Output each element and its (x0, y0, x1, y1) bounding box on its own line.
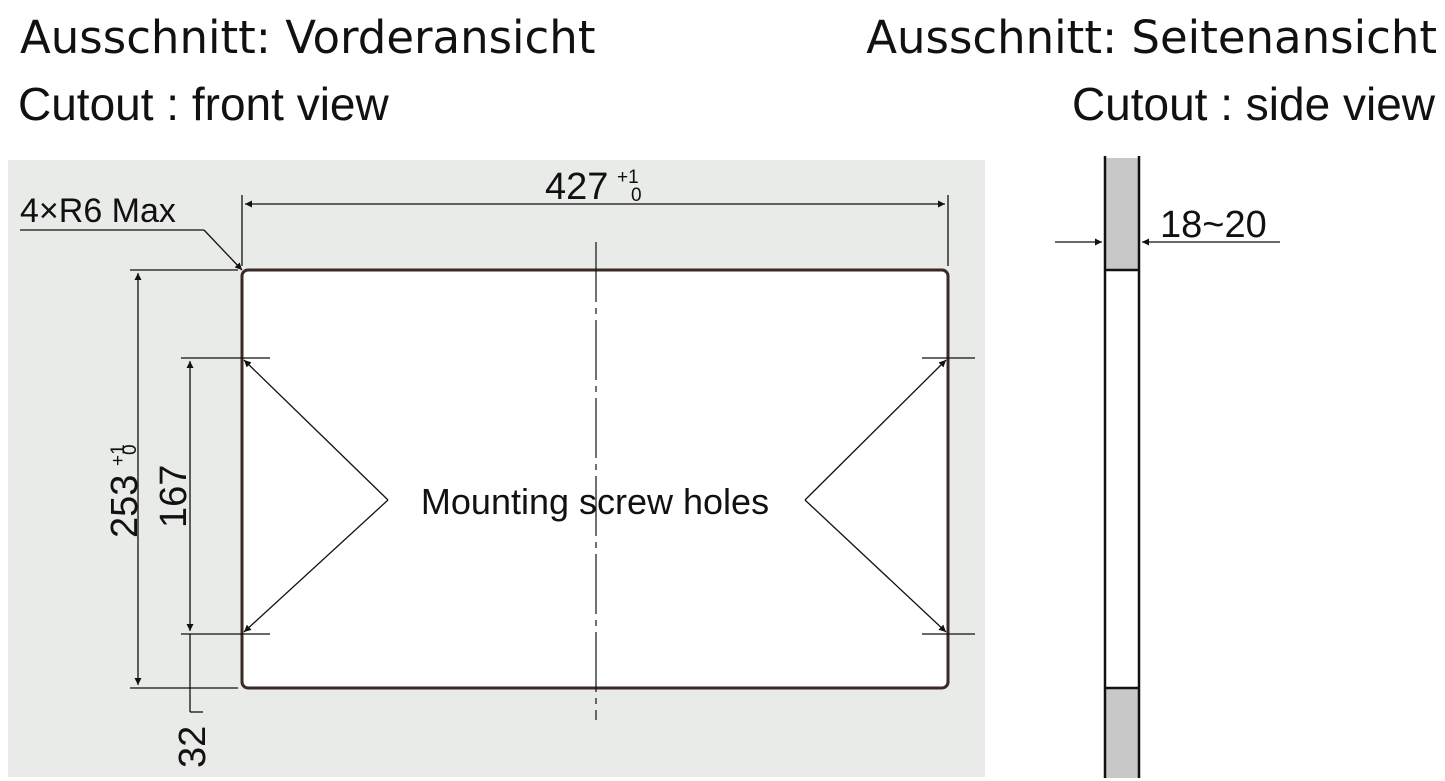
callout-leaders (243, 359, 947, 633)
corner-radius-label: 4×R6 Max (20, 192, 176, 230)
cutout-outline (240, 268, 950, 690)
hole-spacing-dimension (181, 357, 270, 635)
panel-section-top (1105, 158, 1139, 270)
side-view-title-de: Ausschnitt: Seitenansicht (866, 11, 1437, 64)
side-view-title-en: Cutout : side view (1071, 78, 1435, 130)
right-hole-ticks (922, 357, 975, 635)
side-view: 18~20 (1055, 156, 1280, 778)
width-value: 427 (545, 166, 608, 208)
corner-radius-arrow (203, 229, 243, 271)
width-dimension (241, 195, 949, 266)
hole-spacing-value: 167 (153, 465, 195, 528)
front-view-title-de: Ausschnitt: Vorderansicht (20, 11, 596, 64)
mounting-holes-callout: Mounting screw holes (421, 481, 769, 522)
hole-offset-value: 32 (172, 726, 214, 768)
width-tolerance-upper: +1 (617, 167, 639, 188)
height-tolerance-upper: +1 (108, 444, 129, 466)
front-view: 427 +1 0 4×R6 Max 253 +1 0 167 32 (8, 160, 985, 777)
front-view-title-en: Cutout : front view (18, 78, 389, 130)
hole-offset-dimension (189, 634, 203, 713)
height-tolerance-lower: 0 (120, 444, 141, 455)
height-dimension (130, 269, 238, 689)
panel-section-bottom (1105, 688, 1139, 778)
height-value: 253 (104, 475, 146, 538)
width-tolerance-lower: 0 (631, 185, 642, 206)
panel-edges (1103, 156, 1141, 778)
thickness-label: 18~20 (1160, 204, 1267, 246)
